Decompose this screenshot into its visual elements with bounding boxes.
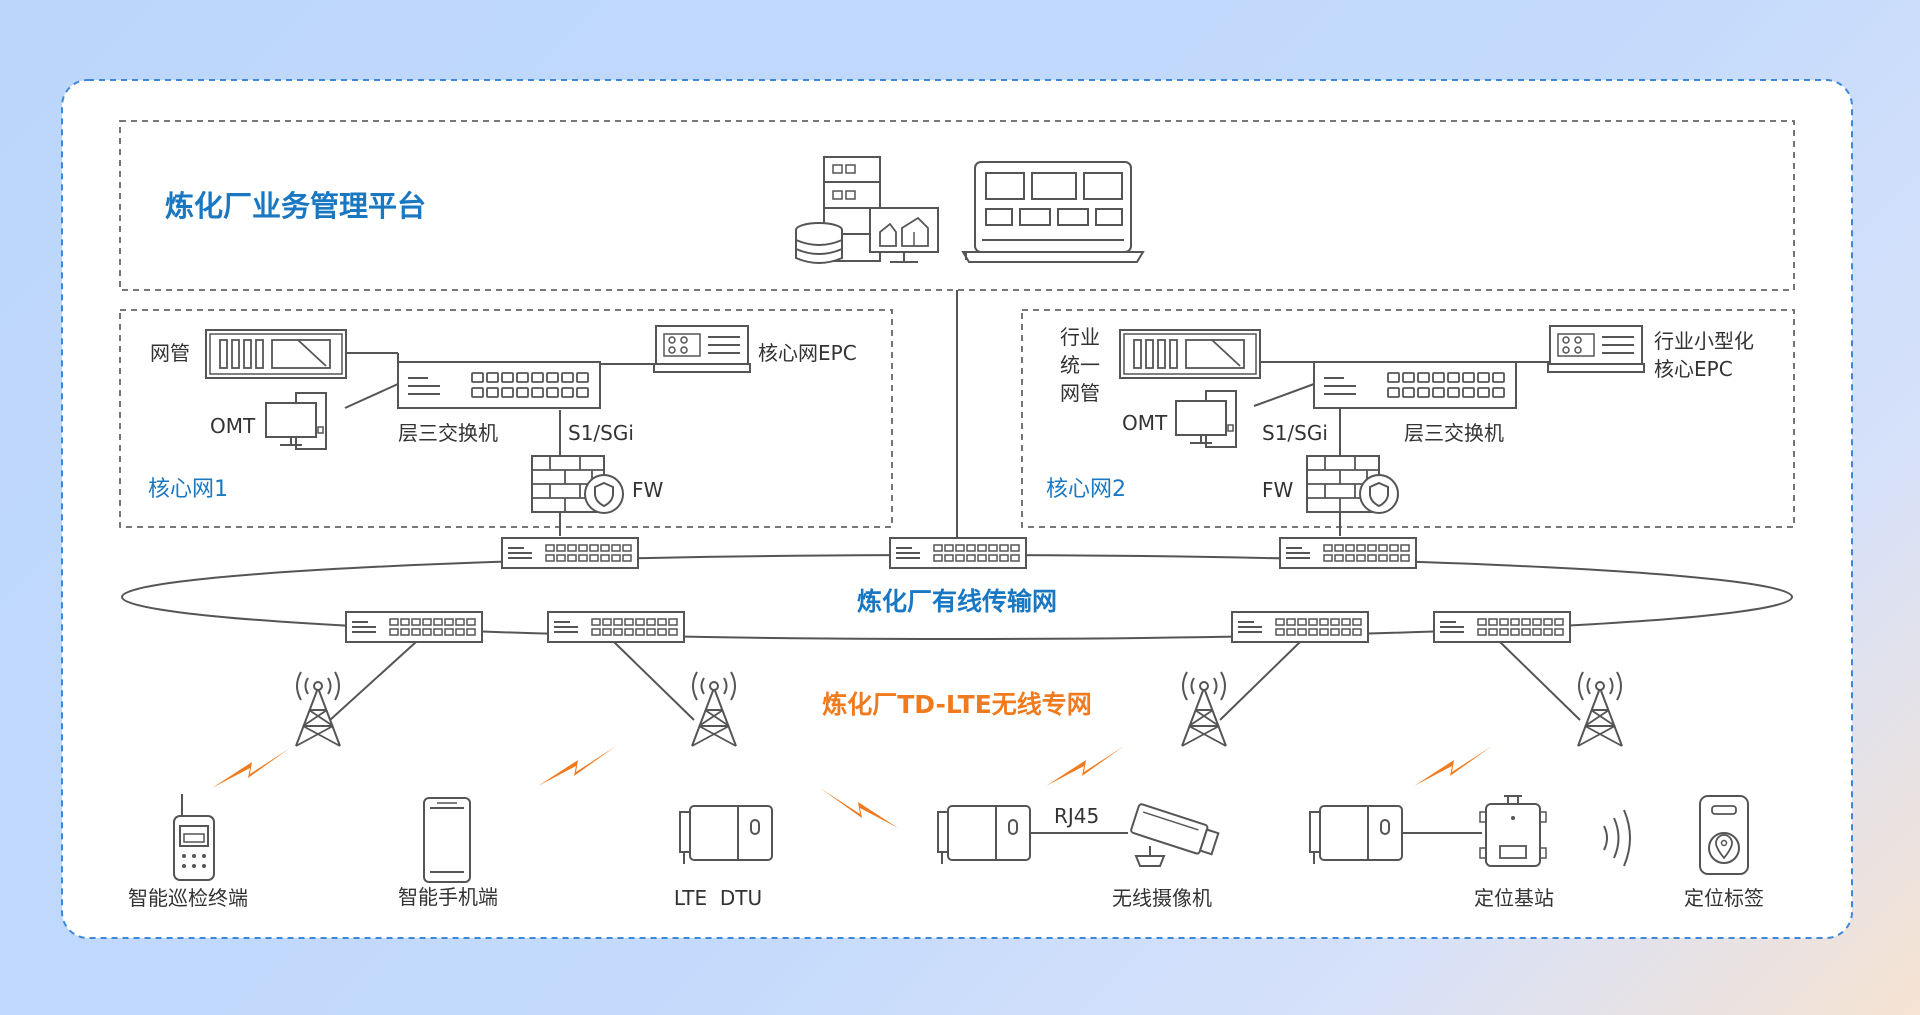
l3-switch-1 (397, 361, 601, 409)
ring-switch-bottom-4 (1433, 611, 1571, 643)
ring-switch-top-right (1279, 537, 1417, 569)
camera-label: 无线摄像机 (1112, 886, 1212, 910)
signal-waves-icon (1603, 809, 1631, 867)
positioning-tag-icon (1699, 795, 1749, 875)
core2-omt-label: OMT (1122, 411, 1168, 435)
l3-switch-2 (1313, 361, 1517, 409)
nms-server-2 (1119, 329, 1261, 379)
core2-box (1021, 309, 1795, 528)
smartphone-icon (423, 797, 471, 883)
patrol-terminal-icon (173, 794, 215, 881)
camera-dtu-icon (937, 805, 1031, 865)
nms-server-1 (205, 329, 347, 379)
lte-dtu-label: LTE DTU (674, 886, 762, 910)
ring-switch-top-center (889, 537, 1027, 569)
core1-switch-label: 层三交换机 (398, 421, 498, 445)
monitoring-screen-icon (961, 161, 1145, 263)
core2-epc-label: 行业小型化 核心EPC (1654, 329, 1760, 381)
rj45-label: RJ45 (1054, 804, 1099, 828)
ring-switch-bottom-1 (345, 611, 483, 643)
lte-dtu-icon (679, 805, 773, 865)
core1-fw-label: FW (632, 478, 664, 502)
server-database-icon (795, 156, 939, 264)
core1-nms-label: 网管 (150, 341, 190, 365)
wireless-camera-icon (1130, 803, 1220, 867)
wired-network-label: 炼化厂有线传输网 (857, 587, 1057, 616)
core1-box (119, 309, 893, 528)
platform-title: 炼化厂业务管理平台 (165, 189, 426, 223)
core1-link-label: S1/SGi (568, 421, 634, 445)
phone-label: 智能手机端 (398, 885, 498, 909)
epc-server-1 (653, 325, 751, 373)
positioning-tag-label: 定位标签 (1684, 886, 1764, 910)
positioning-station-label: 定位基站 (1474, 886, 1554, 910)
core2-link-label: S1/SGi (1262, 421, 1328, 445)
core1-area-label: 核心网1 (148, 477, 228, 502)
epc-server-2 (1547, 325, 1645, 373)
core2-switch-label: 层三交换机 (1404, 421, 1504, 445)
wireless-network-label: 炼化厂TD-LTE无线专网 (822, 690, 1092, 719)
platform-box (119, 120, 1795, 291)
ring-switch-top-left (501, 537, 639, 569)
core1-epc-label: 核心网EPC (758, 341, 857, 365)
positioning-station-icon (1479, 795, 1547, 867)
core2-fw-label: FW (1262, 478, 1294, 502)
patrol-terminal-label: 智能巡检终端 (128, 886, 248, 910)
core2-area-label: 核心网2 (1046, 477, 1126, 502)
core1-omt-label: OMT (210, 414, 256, 438)
ring-switch-bottom-3 (1231, 611, 1369, 643)
station-dtu-icon (1309, 805, 1403, 865)
core2-nms-label: 行业 统一 网管 (1060, 325, 1106, 405)
ring-switch-bottom-2 (547, 611, 685, 643)
